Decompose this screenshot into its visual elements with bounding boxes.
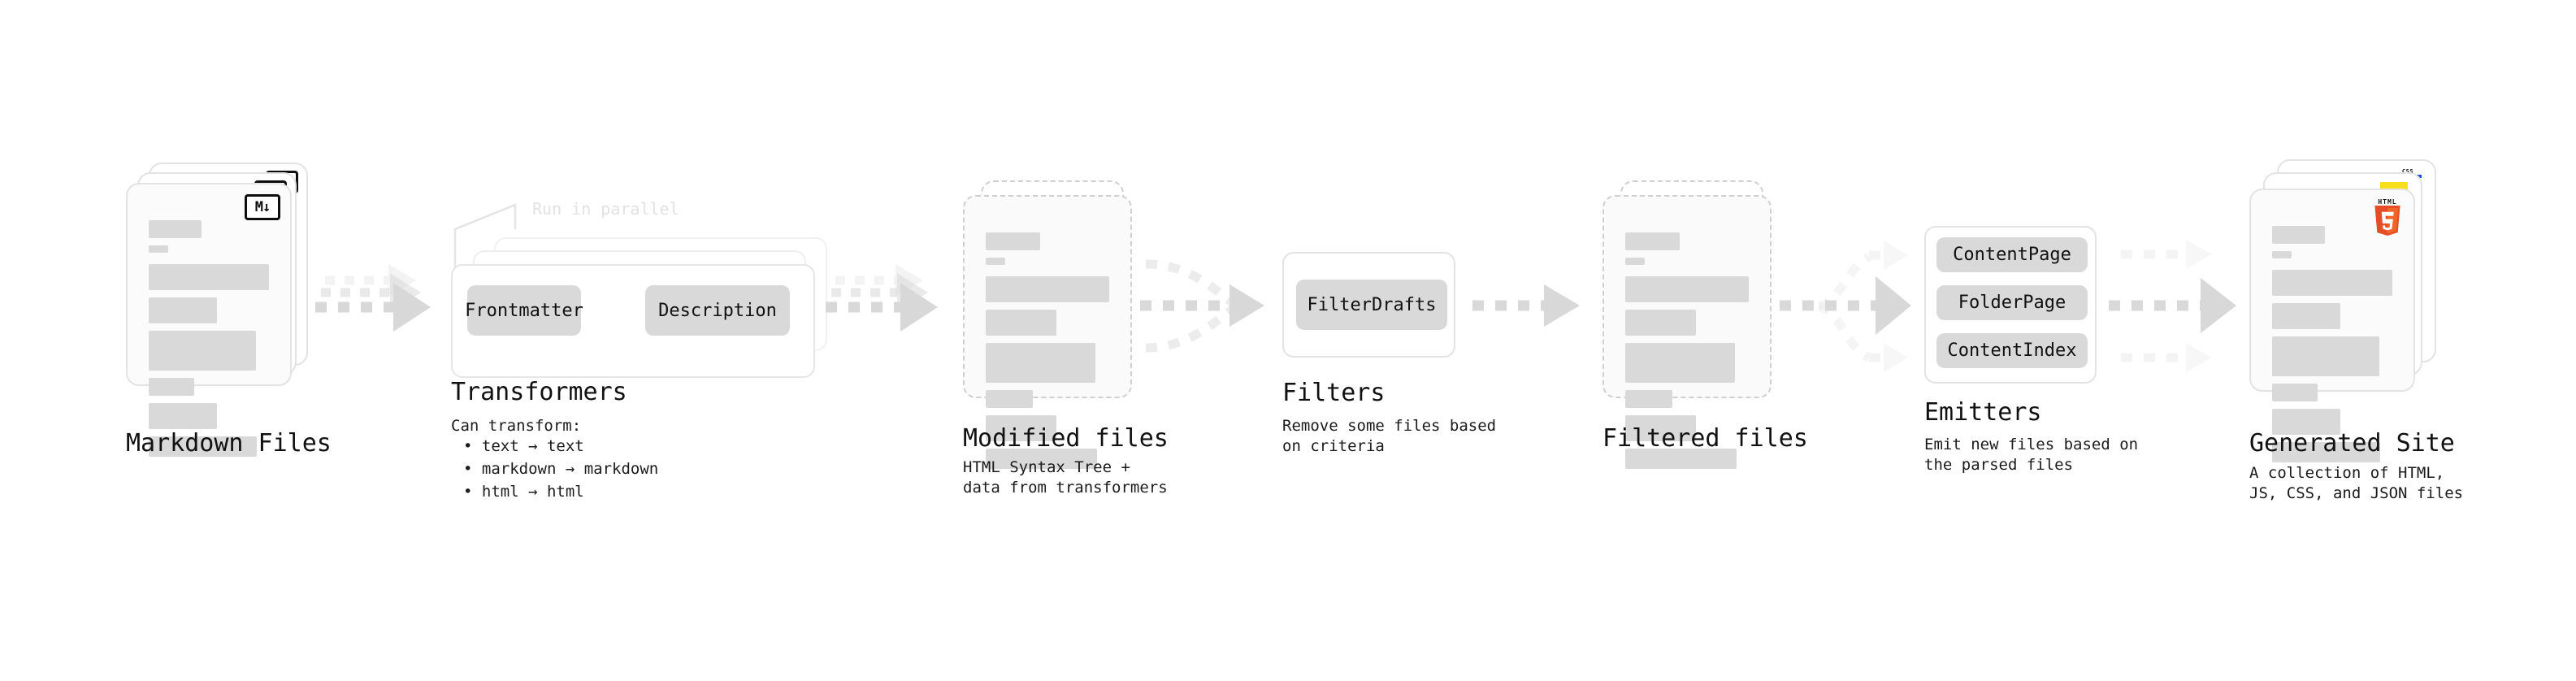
generated-site-subtitle: A collection of HTML, JS, CSS, and JSON … (2249, 464, 2464, 502)
connector-markdown-to-transformers (315, 264, 431, 332)
content-bar (2272, 226, 2326, 244)
content-bar (149, 220, 202, 238)
transformer-description-label: Description (658, 300, 777, 321)
markdown-files-title: Markdown Files (126, 429, 332, 458)
emitter-contentindex-chip[interactable]: ContentIndex (1936, 333, 2088, 368)
connector-filters-to-filtered (1472, 284, 1580, 327)
connector-emitters-to-site (2109, 240, 2236, 372)
html5-badge-label: HTML (2378, 198, 2397, 206)
markdown-badge-label: M↓ (254, 198, 271, 215)
content-bar (1625, 310, 1696, 336)
markdown-card-bars (149, 220, 269, 464)
content-bar (1625, 232, 1680, 250)
emitter-contentpage-chip[interactable]: ContentPage (1936, 237, 2088, 272)
content-bar (2272, 442, 2381, 462)
content-bar (149, 245, 168, 253)
content-bar (2272, 409, 2341, 435)
emitter-folderpage-chip[interactable]: FolderPage (1936, 285, 2088, 320)
emitters-panel: ContentPage FolderPage ContentIndex (1924, 226, 2097, 384)
modified-card-front (963, 195, 1132, 469)
transformers-title: Transformers (451, 378, 627, 406)
content-bar (2272, 384, 2318, 401)
content-bar (1625, 449, 1737, 469)
filters-subtitle: Remove some files based on criteria (1282, 417, 1497, 455)
content-bar (986, 232, 1040, 250)
content-bar (1625, 390, 1672, 408)
filters-panel: FilterDrafts (1282, 252, 1455, 358)
content-bar (986, 390, 1033, 408)
content-bar (149, 436, 258, 457)
transformers-bullet-2: • html → html (463, 483, 584, 501)
connector-transformers-to-modified (826, 264, 938, 332)
generated-card-bars (2272, 226, 2392, 470)
transformers-subtitle: Can transform: (451, 417, 582, 435)
filtered-card-front (1602, 195, 1772, 469)
content-bar (986, 276, 1109, 302)
markdown-card-front: M↓ (126, 183, 292, 457)
content-bar (1625, 258, 1646, 265)
content-bar (1625, 415, 1696, 441)
markdown-badge: M↓ (245, 194, 280, 220)
content-bar (986, 449, 1097, 469)
transformer-panel-1: Frontmatter Description (451, 264, 815, 378)
transformer-frontmatter-label: Frontmatter (465, 300, 583, 321)
transformer-description-chip[interactable]: Description (645, 285, 790, 336)
content-bar (986, 258, 1006, 265)
transformer-frontmatter-chip[interactable]: Frontmatter (465, 285, 583, 336)
emitter-contentpage-label: ContentPage (1953, 245, 2071, 265)
content-bar (1625, 343, 1736, 383)
content-bar (986, 310, 1056, 336)
connector-modified-to-filters (1140, 259, 1264, 353)
filter-drafts-chip[interactable]: FilterDrafts (1296, 280, 1447, 330)
content-bar (2272, 336, 2379, 376)
filters-title: Filters (1282, 379, 1386, 407)
emitter-contentindex-label: ContentIndex (1947, 340, 2077, 361)
generated-site-title: Generated Site (2249, 429, 2455, 458)
content-bar (149, 331, 256, 371)
content-bar (986, 415, 1056, 441)
filter-drafts-label: FilterDrafts (1307, 294, 1437, 315)
emitters-title: Emitters (1924, 398, 2042, 427)
transformers-bullet-1: • markdown → markdown (463, 460, 659, 478)
transformers-bullet-0: • text → text (463, 437, 584, 455)
html5-shield-icon (2374, 206, 2400, 236)
html5-badge: HTML (2371, 198, 2404, 237)
content-bar (149, 378, 195, 396)
modified-files-title: Modified files (963, 424, 1169, 453)
content-bar (2272, 251, 2292, 258)
modified-files-subtitle: HTML Syntax Tree + data from transformer… (963, 458, 1168, 497)
content-bar (149, 403, 218, 429)
filtered-card-bars (1625, 232, 1749, 476)
content-bar (986, 343, 1096, 383)
content-bar (1625, 276, 1749, 302)
modified-card-bars (986, 232, 1109, 476)
filtered-files-title: Filtered files (1602, 424, 1808, 453)
css3-badge-label: CSS (2401, 168, 2414, 175)
content-bar (149, 264, 269, 290)
content-bar (2272, 303, 2341, 329)
content-bar (149, 297, 218, 323)
content-bar (2272, 270, 2392, 296)
emitter-folderpage-label: FolderPage (1958, 293, 2066, 313)
run-in-parallel-label: Run in parallel (532, 199, 679, 219)
connector-filtered-to-emitters (1780, 241, 1911, 372)
generated-card-front: HTML (2249, 189, 2415, 462)
emitters-subtitle: Emit new files based on the parsed files (1924, 436, 2139, 474)
